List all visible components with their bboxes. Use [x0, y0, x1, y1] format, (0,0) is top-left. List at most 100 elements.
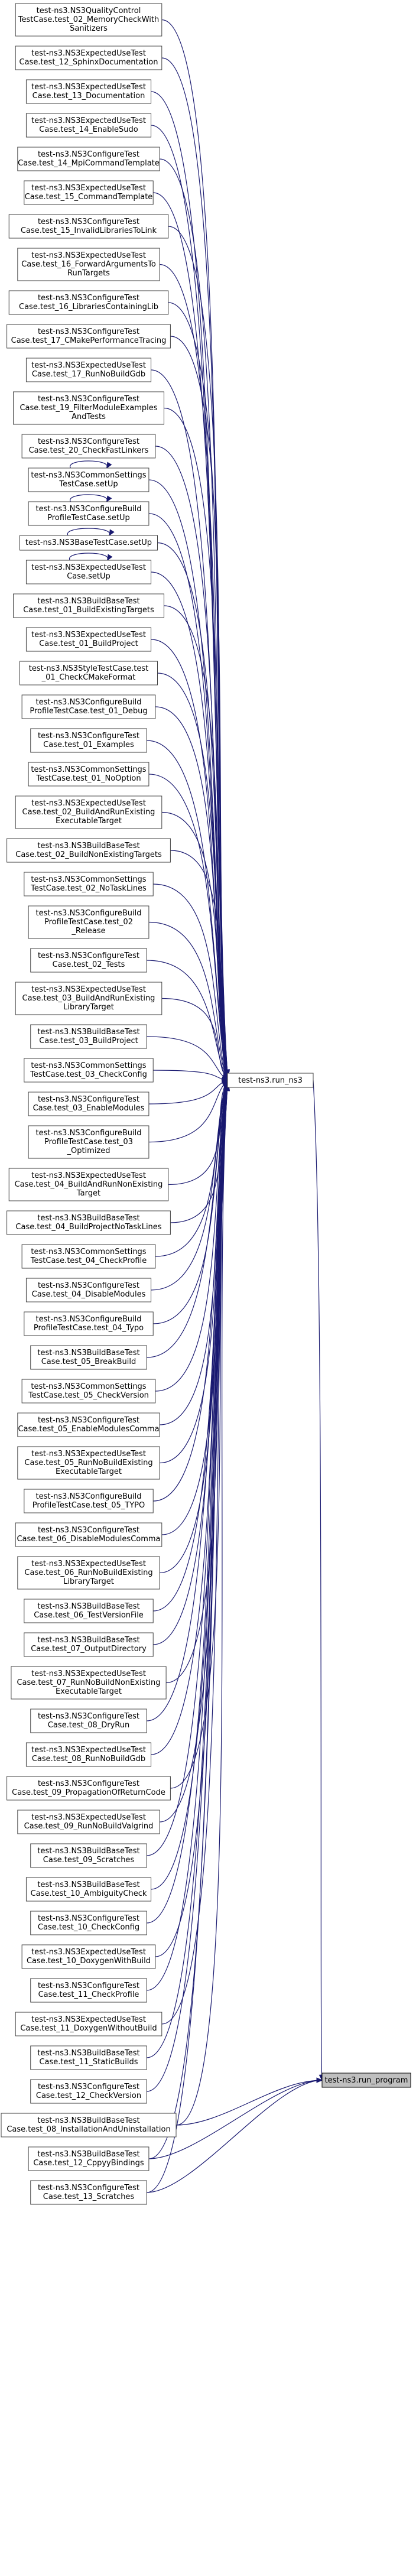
- node-n4[interactable]: test-ns3.NS3ExpectedUseTestCase.test_14_…: [25, 113, 152, 138]
- node-n50[interactable]: test-ns3.NS3ExpectedUseTestCase.test_08_…: [25, 1742, 152, 1767]
- call-edge: [147, 1084, 228, 2092]
- node-n6[interactable]: test-ns3.NS3ExpectedUseTestCase.test_15_…: [24, 180, 154, 205]
- node-n24[interactable]: test-ns3.NS3ExpectedUseTestCase.test_02_…: [15, 795, 162, 829]
- node-label: ProfileTestCase.setUp: [47, 514, 130, 522]
- node-label: test-ns3.NS3BuildBaseTest: [37, 2150, 139, 2159]
- node-label: Case.test_04_BuildAndRunNonExisting: [15, 1180, 163, 1189]
- call-edge: [148, 1080, 228, 1105]
- node-n26[interactable]: test-ns3.NS3CommonSettingsTestCase.test_…: [24, 872, 154, 896]
- node-n41[interactable]: test-ns3.NS3ConfigureTestCase.test_05_En…: [17, 1412, 160, 1437]
- self-loop-edge: [70, 494, 108, 502]
- node-n30[interactable]: test-ns3.NS3BuildBaseTestCase.test_03_Bu…: [30, 1024, 147, 1049]
- node-n31[interactable]: test-ns3.NS3CommonSettingsTestCase.test_…: [24, 1058, 154, 1083]
- node-n61[interactable]: test-ns3.NS3BuildBaseTestCase.test_08_In…: [1, 2113, 177, 2138]
- node-box: [1, 2113, 177, 2138]
- node-label: test-ns3.NS3StyleTestCase.test: [29, 664, 148, 673]
- node-label: test-ns3.NS3ExpectedUseTest: [31, 563, 146, 572]
- node-n54[interactable]: test-ns3.NS3BuildBaseTestCase.test_10_Am…: [25, 1877, 152, 1902]
- node-box: [6, 1210, 171, 1235]
- node-n11[interactable]: test-ns3.NS3ExpectedUseTestCase.test_17_…: [25, 358, 152, 382]
- node-n45[interactable]: test-ns3.NS3ExpectedUseTestCase.test_06_…: [17, 1556, 160, 1590]
- node-n56[interactable]: test-ns3.NS3ExpectedUseTestCase.test_10_…: [21, 1944, 156, 1969]
- node-n8[interactable]: test-ns3.NS3ExpectedUseTestCase.test_16_…: [17, 248, 160, 281]
- node-n2[interactable]: test-ns3.NS3ExpectedUseTestCase.test_12_…: [15, 46, 162, 70]
- node-n9[interactable]: test-ns3.NS3ConfigureTestCase.test_16_Li…: [8, 290, 169, 315]
- node-n32[interactable]: test-ns3.NS3ConfigureTestCase.test_03_En…: [28, 1092, 150, 1116]
- node-n43[interactable]: test-ns3.NS3ConfigureBuildProfileTestCas…: [24, 1489, 154, 1513]
- node-n60[interactable]: test-ns3.NS3ConfigureTestCase.test_12_Ch…: [30, 2079, 147, 2104]
- node-n3[interactable]: test-ns3.NS3ExpectedUseTestCase.test_13_…: [25, 79, 152, 104]
- node-n58[interactable]: test-ns3.NS3ExpectedUseTestCase.test_11_…: [15, 2012, 162, 2036]
- node-run-program[interactable]: test-ns3.run_program: [321, 2073, 411, 2088]
- node-n63[interactable]: test-ns3.NS3ConfigureTestCase.test_13_Sc…: [30, 2180, 147, 2205]
- node-n47[interactable]: test-ns3.NS3BuildBaseTestCase.test_07_Ou…: [24, 1632, 154, 1657]
- node-n48[interactable]: test-ns3.NS3ExpectedUseTestCase.test_07_…: [11, 1666, 167, 1700]
- node-label: Target: [76, 1189, 100, 1198]
- node-label: test-ns3.NS3ExpectedUseTest: [31, 1450, 146, 1458]
- node-label: test-ns3.NS3ConfigureTest: [38, 951, 139, 960]
- node-label: test-ns3.NS3ConfigureBuild: [36, 698, 142, 707]
- node-n36[interactable]: test-ns3.NS3CommonSettingsTestCase.test_…: [21, 1244, 156, 1269]
- node-label: test-ns3.run_program: [325, 2076, 408, 2085]
- node-label: Case.test_04_BuildProjectNoTaskLines: [15, 1223, 161, 1232]
- node-n21[interactable]: test-ns3.NS3ConfigureBuildProfileTestCas…: [21, 694, 156, 719]
- node-n57[interactable]: test-ns3.NS3ConfigureTestCase.test_11_Ch…: [30, 1978, 147, 2003]
- node-label: test-ns3.NS3ExpectedUseTest: [31, 116, 146, 125]
- node-label: test-ns3.NS3ConfigureTest: [38, 437, 139, 446]
- node-n42[interactable]: test-ns3.NS3ExpectedUseTestCase.test_05_…: [17, 1446, 160, 1480]
- node-n10[interactable]: test-ns3.NS3ConfigureTestCase.test_17_CM…: [6, 324, 171, 349]
- node-n34[interactable]: test-ns3.NS3ExpectedUseTestCase.test_04_…: [8, 1168, 169, 1201]
- node-n5[interactable]: test-ns3.NS3ConfigureTestCase.test_14_Mp…: [17, 147, 160, 171]
- node-n29[interactable]: test-ns3.NS3ExpectedUseTestCase.test_03_…: [15, 982, 162, 1015]
- node-n22[interactable]: test-ns3.NS3ConfigureTestCase.test_01_Ex…: [30, 728, 147, 753]
- node-n46[interactable]: test-ns3.NS3BuildBaseTestCase.test_06_Te…: [24, 1599, 154, 1623]
- node-n40[interactable]: test-ns3.NS3CommonSettingsTestCase.test_…: [21, 1379, 156, 1404]
- node-n44[interactable]: test-ns3.NS3ConfigureTestCase.test_06_Di…: [15, 1522, 162, 1547]
- node-n39[interactable]: test-ns3.NS3BuildBaseTestCase.test_05_Br…: [30, 1345, 147, 1370]
- node-n53[interactable]: test-ns3.NS3BuildBaseTestCase.test_09_Sc…: [30, 1843, 147, 1868]
- node-box: [24, 1058, 154, 1083]
- node-label: Case.test_03_EnableModules: [33, 1104, 145, 1113]
- node-n15[interactable]: test-ns3.NS3ConfigureBuildProfileTestCas…: [28, 501, 150, 526]
- node-n19[interactable]: test-ns3.NS3ExpectedUseTestCase.test_01_…: [25, 627, 152, 652]
- node-box: [227, 1073, 314, 1088]
- node-n16[interactable]: test-ns3.NS3BaseTestCase.setUp: [20, 535, 158, 551]
- node-n33[interactable]: test-ns3.NS3ConfigureBuildProfileTestCas…: [28, 1125, 150, 1159]
- node-n28[interactable]: test-ns3.NS3ConfigureTestCase.test_02_Te…: [30, 948, 147, 973]
- node-label: test-ns3.NS3CommonSettings: [31, 1061, 146, 1070]
- node-n49[interactable]: test-ns3.NS3ConfigureTestCase.test_08_Dr…: [30, 1708, 147, 1733]
- node-n37[interactable]: test-ns3.NS3ConfigureTestCase.test_04_Di…: [25, 1278, 152, 1302]
- node-run-ns3[interactable]: test-ns3.run_ns3: [227, 1073, 314, 1088]
- call-edge: [157, 673, 228, 1079]
- node-box: [21, 1944, 156, 1969]
- node-n59[interactable]: test-ns3.NS3BuildBaseTestCase.test_11_St…: [30, 2045, 147, 2070]
- node-n12[interactable]: test-ns3.NS3ConfigureTestCase.test_19_Fi…: [13, 391, 164, 425]
- node-label: ExecutableTarget: [56, 817, 122, 826]
- node-n55[interactable]: test-ns3.NS3ConfigureTestCase.test_10_Ch…: [30, 1911, 147, 1935]
- node-label: test-ns3.NS3ExpectedUseTest: [31, 1746, 146, 1755]
- node-n27[interactable]: test-ns3.NS3ConfigureBuildProfileTestCas…: [28, 905, 150, 939]
- node-n18[interactable]: test-ns3.NS3BuildBaseTestCase.test_01_Bu…: [13, 593, 164, 618]
- node-label: _Release: [71, 927, 105, 935]
- node-n7[interactable]: test-ns3.NS3ConfigureTestCase.test_15_In…: [8, 214, 169, 239]
- node-n62[interactable]: test-ns3.NS3BuildBaseTestCase.test_12_Cp…: [28, 2146, 150, 2171]
- node-n1[interactable]: test-ns3.NS3QualityControlTestCase.test_…: [15, 3, 162, 37]
- node-n52[interactable]: test-ns3.NS3ExpectedUseTestCase.test_09_…: [17, 1810, 160, 1834]
- node-n13[interactable]: test-ns3.NS3ConfigureTestCase.test_20_Ch…: [21, 434, 156, 459]
- node-n35[interactable]: test-ns3.NS3BuildBaseTestCase.test_04_Bu…: [6, 1210, 171, 1235]
- call-edge: [155, 446, 228, 1077]
- node-n38[interactable]: test-ns3.NS3ConfigureBuildProfileTestCas…: [24, 1311, 154, 1336]
- node-box: [17, 1556, 160, 1590]
- node-label: Case.test_06_RunNoBuildExisting: [24, 1568, 152, 1577]
- call-edge: [176, 1085, 228, 2126]
- node-label: Case.test_13_Documentation: [32, 92, 145, 100]
- node-label: Case.test_06_DisableModulesComma: [17, 1535, 160, 1544]
- node-n25[interactable]: test-ns3.NS3BuildBaseTestCase.test_02_Bu…: [6, 838, 171, 863]
- node-n20[interactable]: test-ns3.NS3StyleTestCase.test_01_CheckC…: [20, 661, 158, 686]
- node-box: [17, 1446, 160, 1480]
- node-n51[interactable]: test-ns3.NS3ConfigureTestCase.test_09_Pr…: [6, 1776, 171, 1801]
- node-n23[interactable]: test-ns3.NS3CommonSettingsTestCase.test_…: [28, 762, 150, 787]
- node-label: Case.test_05_EnableModulesComma: [18, 1425, 159, 1434]
